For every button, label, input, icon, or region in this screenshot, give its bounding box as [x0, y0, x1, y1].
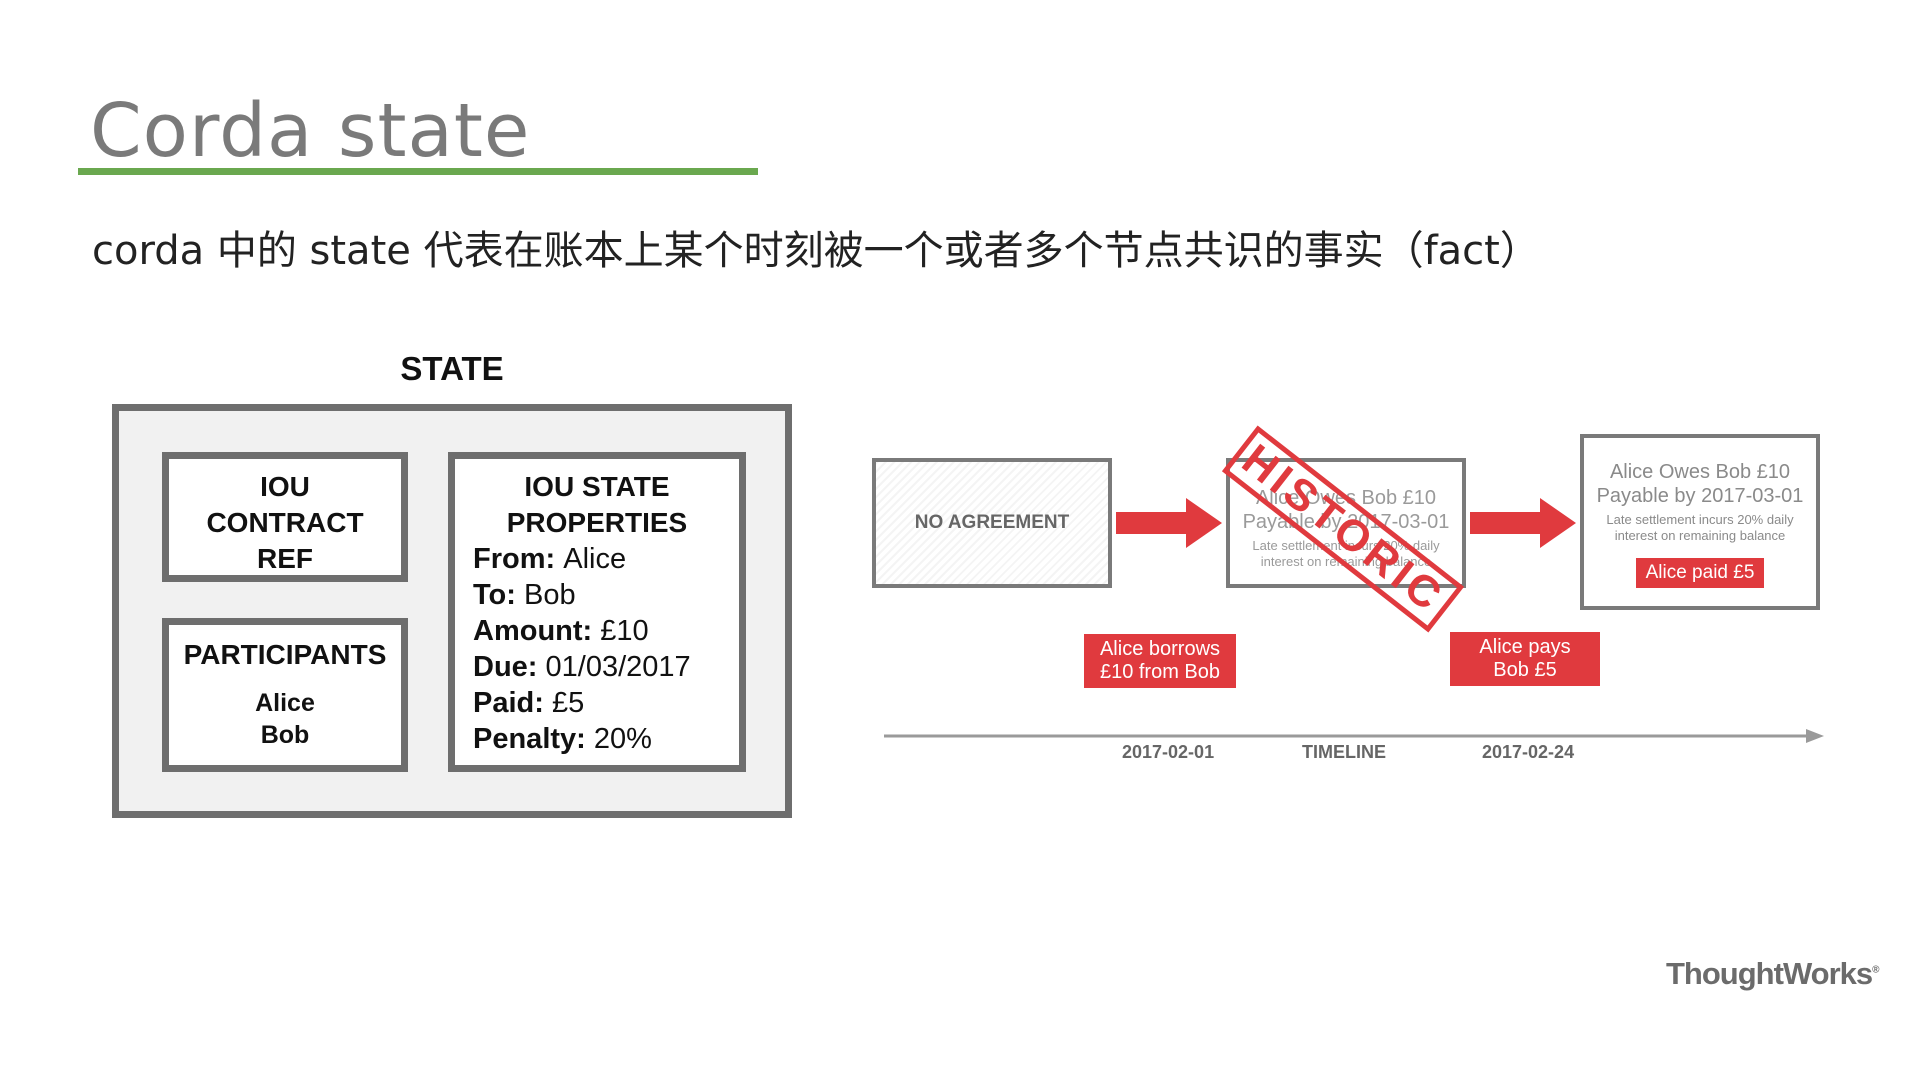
iou-ref-line: CONTRACT: [206, 507, 364, 538]
event-borrow-label: Alice borrows £10 from Bob: [1084, 634, 1236, 688]
property-value: £5: [551, 687, 585, 719]
historic-note-line: interest on remaining balance: [1260, 554, 1432, 569]
properties-heading: IOU STATE PROPERTIES: [473, 469, 739, 541]
property-key: Due:: [473, 651, 538, 683]
slide-subtitle: corda 中的 state 代表在账本上某个时刻被一个或者多个节点共识的事实（…: [92, 228, 1540, 274]
event-pays-line: Alice pays: [1479, 636, 1571, 658]
historic-state-box: Alice Owes Bob £10 Payable by 2017-03-01…: [1226, 458, 1466, 588]
timeline-date-end: 2017-02-24: [1482, 742, 1575, 762]
property-value: £10: [600, 615, 649, 647]
arrow-right-icon: [1470, 498, 1576, 548]
participants-box: PARTICIPANTS Alice Bob: [162, 618, 408, 772]
property-row: Amount: £10: [473, 613, 739, 649]
iou-ref-line: REF: [257, 543, 313, 574]
arrow-right-icon: [1116, 498, 1222, 548]
property-key: To:: [473, 579, 516, 611]
historic-owes-line: Alice Owes Bob £10: [1255, 487, 1437, 509]
participant-name: Bob: [260, 721, 310, 749]
properties-heading-line: PROPERTIES: [506, 507, 688, 538]
current-owes-line: Alice Owes Bob £10: [1609, 461, 1791, 483]
property-row: From: Alice: [473, 541, 739, 577]
brand-mark: ®: [1872, 964, 1879, 976]
iou-contract-ref-box: IOU CONTRACT REF: [162, 452, 408, 582]
event-pays-label: Alice pays Bob £5: [1450, 632, 1600, 686]
historic-payable-line: Payable by 2017-03-01: [1242, 511, 1450, 533]
participants-list: Alice Bob: [169, 687, 401, 751]
participants-heading: PARTICIPANTS: [183, 639, 387, 670]
event-borrow-line: Alice borrows: [1099, 638, 1221, 660]
property-row: Due: 01/03/2017: [473, 649, 739, 685]
title-underline: [78, 168, 758, 175]
current-payable-line: Payable by 2017-03-01: [1596, 485, 1804, 507]
property-key: Paid:: [473, 687, 544, 719]
property-value: 01/03/2017: [545, 651, 691, 683]
participant-name: Alice: [255, 689, 315, 717]
property-value: Bob: [524, 579, 576, 611]
current-note: Late settlement incurs 20% daily interes…: [1584, 512, 1816, 544]
current-note-line: Late settlement incurs 20% daily: [1606, 512, 1794, 527]
historic-note: Late settlement incurs 20% daily interes…: [1230, 538, 1462, 570]
brand-name: ThoughtWorks: [1666, 956, 1873, 991]
property-key: Amount:: [473, 615, 593, 647]
no-agreement-box: NO AGREEMENT: [872, 458, 1112, 588]
property-value: Alice: [563, 543, 627, 575]
iou-ref-line: IOU: [260, 471, 310, 502]
current-note-line: interest on remaining balance: [1614, 528, 1786, 543]
timeline-axis-label: TIMELINE: [1302, 742, 1386, 762]
thoughtworks-logo: ThoughtWorks®: [1666, 956, 1880, 992]
property-row: Penalty: 20%: [473, 721, 739, 757]
no-agreement-label: NO AGREEMENT: [914, 512, 1070, 533]
state-label: STATE: [400, 350, 504, 387]
paid-badge: Alice paid £5: [1635, 558, 1765, 588]
iou-state-properties-box: IOU STATE PROPERTIES From: Alice To: Bob…: [448, 452, 746, 772]
historic-note-line: Late settlement incurs 20% daily: [1252, 538, 1440, 553]
property-key: Penalty:: [473, 723, 586, 755]
property-value: 20%: [593, 723, 652, 755]
properties-heading-line: IOU STATE: [524, 471, 670, 502]
timeline-date-start: 2017-02-01: [1122, 742, 1215, 762]
property-key: From:: [473, 543, 556, 575]
timeline-axis: [884, 729, 1824, 743]
slide-title: Corda state: [90, 88, 531, 174]
event-pays-line: Bob £5: [1493, 659, 1557, 681]
current-state-box: Alice Owes Bob £10 Payable by 2017-03-01…: [1580, 434, 1820, 610]
property-row: Paid: £5: [473, 685, 739, 721]
event-borrow-line: £10 from Bob: [1099, 661, 1221, 683]
property-row: To: Bob: [473, 577, 739, 613]
